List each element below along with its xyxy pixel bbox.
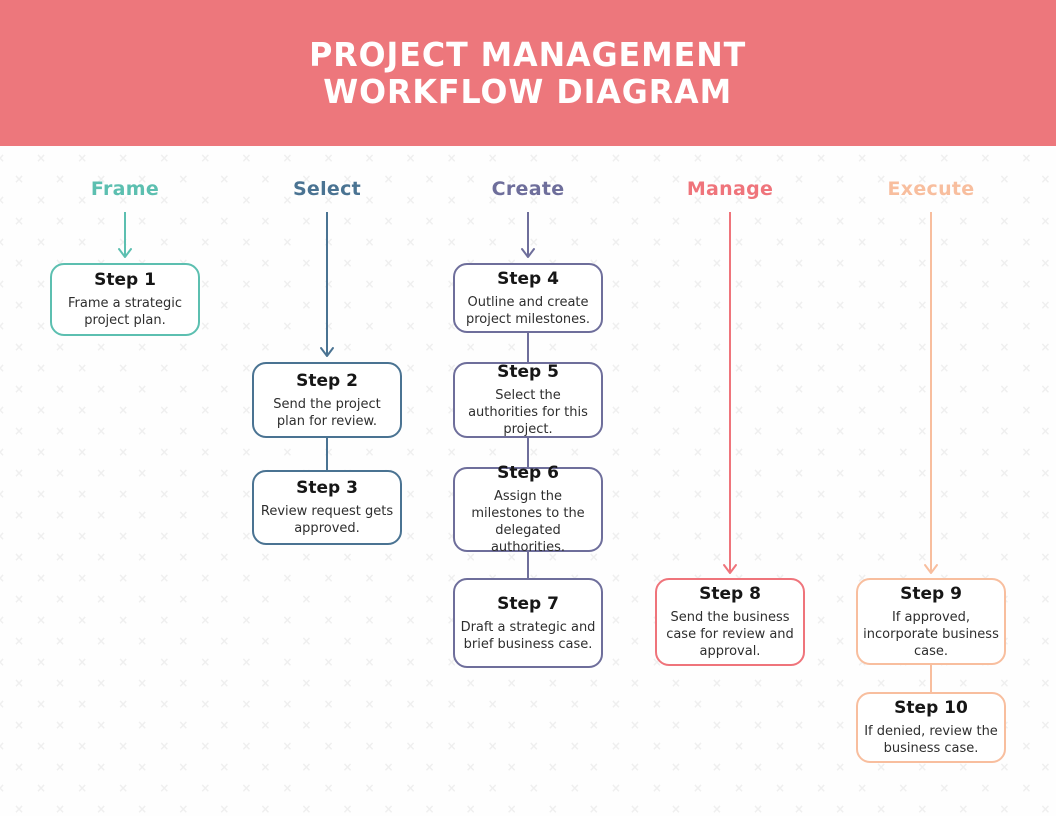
step-box-step-10[interactable]: Step 10 If denied, review the business ca…: [856, 692, 1006, 763]
pattern-row: ×××××××××××××××××××××××××××××: [14, 214, 1056, 228]
step-description: Draft a strategic and brief business cas…: [460, 619, 596, 652]
step-description: Review request gets approved.: [260, 504, 394, 536]
step-description: Send the business case for review and ap…: [666, 610, 794, 659]
pattern-row: ×××××××××××××××××××××××××××××: [14, 802, 1056, 816]
pattern-row: ×××××××××××××××××××××××××××××: [14, 676, 1056, 690]
pattern-row: ×××××××××××××××××××××××××××××: [14, 718, 1056, 732]
step-box-step-2[interactable]: Step 2 Send the project plan for review.: [252, 362, 402, 438]
step-description: Send the project plan for review.: [273, 396, 381, 429]
step-box-step-7[interactable]: Step 7 Draft a strategic and brief busine…: [453, 578, 603, 668]
step-box-step-5[interactable]: Step 5 Select the authorities for this pr…: [453, 362, 603, 438]
step-description: Assign the milestones to the delegated a…: [471, 489, 585, 555]
pattern-row: ×××××××××××××××××××××××××××××: [0, 193, 1056, 207]
pattern-row: ×××××××××××××××××××××××××××××: [0, 445, 1056, 459]
page-title-line2: WORKFLOW DIAGRAM: [323, 72, 733, 111]
step-box-step-1[interactable]: Step 1 Frame a strategic project plan.: [50, 263, 200, 336]
step-title: Step 8: [699, 584, 761, 604]
step-title: Step 4: [497, 268, 559, 289]
phase-header-select: Select: [292, 178, 362, 200]
phase-header-create: Create: [491, 178, 565, 200]
step-description: Outline and create project milestones.: [465, 294, 591, 327]
pattern-row: ×××××××××××××××××××××××××××××: [14, 760, 1056, 774]
page-title: PROJECT MANAGEMENT WORKFLOW DIAGRAM: [309, 36, 746, 110]
step-title: Step 10: [894, 698, 968, 718]
pattern-row: ×××××××××××××××××××××××××××××: [0, 781, 1056, 795]
pattern-row: ×××××××××××××××××××××××××××××: [0, 739, 1056, 753]
step-description: Select the authorities for this project.: [468, 388, 588, 437]
step-title: Step 9: [900, 583, 962, 604]
step-description: If approved, incorporate business case.: [863, 609, 999, 659]
pattern-row: ×××××××××××××××××××××××××××××: [14, 340, 1056, 354]
step-title: Step 3: [296, 478, 358, 498]
phase-header-execute: Execute: [887, 178, 975, 200]
step-box-step-9[interactable]: Step 9 If approved, incorporate business …: [856, 578, 1006, 665]
step-title: Step 6: [497, 463, 559, 483]
pattern-row: ×××××××××××××××××××××××××××××: [0, 151, 1056, 165]
header-banner: PROJECT MANAGEMENT WORKFLOW DIAGRAM: [0, 0, 1056, 146]
step-description: If denied, review the business case.: [864, 724, 998, 756]
step-description: Frame a strategic project plan.: [67, 296, 183, 328]
step-box-step-6[interactable]: Step 6 Assign the milestones to the deleg…: [453, 463, 603, 555]
step-box-step-3[interactable]: Step 3 Review request gets approved.: [252, 470, 402, 545]
page-title-line1: PROJECT MANAGEMENT: [309, 35, 747, 74]
step-box-step-8[interactable]: Step 8 Send the business case for review …: [655, 578, 805, 666]
phase-header-manage: Manage: [686, 178, 774, 200]
step-box-step-4[interactable]: Step 4 Outline and create project milesto…: [453, 263, 603, 333]
step-title: Step 1: [94, 270, 156, 290]
phase-header-frame: Frame: [90, 178, 160, 200]
pattern-row: ×××××××××××××××××××××××××××××: [0, 235, 1056, 249]
step-title: Step 5: [497, 362, 559, 382]
step-title: Step 7: [497, 593, 559, 614]
pattern-row: ×××××××××××××××××××××××××××××: [0, 697, 1056, 711]
step-title: Step 2: [296, 370, 358, 391]
diagram-canvas: ××××××××××××××××××××××××××××× ×××××××××××…: [0, 146, 1056, 816]
pattern-row: ×××××××××××××××××××××××××××××: [14, 550, 1056, 564]
pattern-row: ×××××××××××××××××××××××××××××: [14, 172, 1056, 186]
